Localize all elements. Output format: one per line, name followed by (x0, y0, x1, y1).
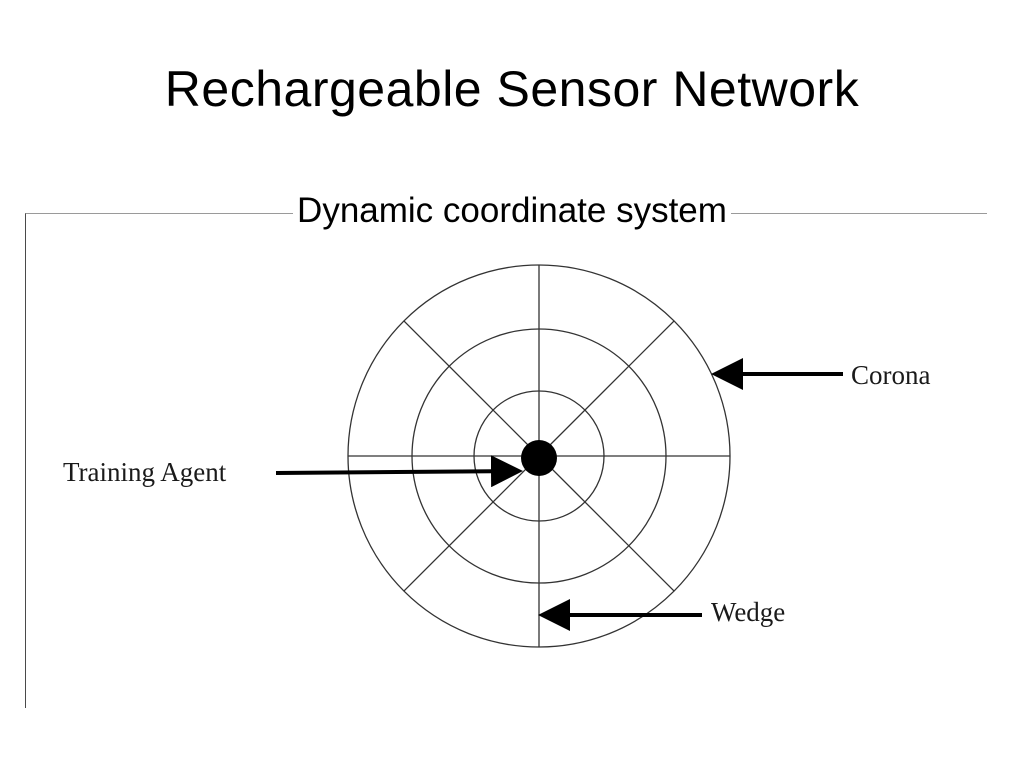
corona-ring (473, 390, 605, 522)
corona-ring (347, 264, 731, 648)
wedge-divider (403, 455, 540, 592)
training-agent-arrow (275, 455, 523, 488)
wedge-divider (538, 455, 675, 592)
wedge-label: Wedge (711, 597, 785, 627)
slide-subtitle-text: Dynamic coordinate system (293, 191, 731, 230)
corona-rings (347, 264, 731, 648)
slide-subtitle: Dynamic coordinate system (0, 191, 1024, 231)
corona-ring (411, 328, 667, 584)
wedge-divider (538, 320, 675, 457)
training-agent-label: Training Agent (63, 457, 227, 487)
corona-label: Corona (851, 360, 931, 390)
wedge-divider (403, 320, 540, 457)
training-agent-node (521, 440, 557, 476)
slide-title: Rechargeable Sensor Network (164, 61, 860, 117)
